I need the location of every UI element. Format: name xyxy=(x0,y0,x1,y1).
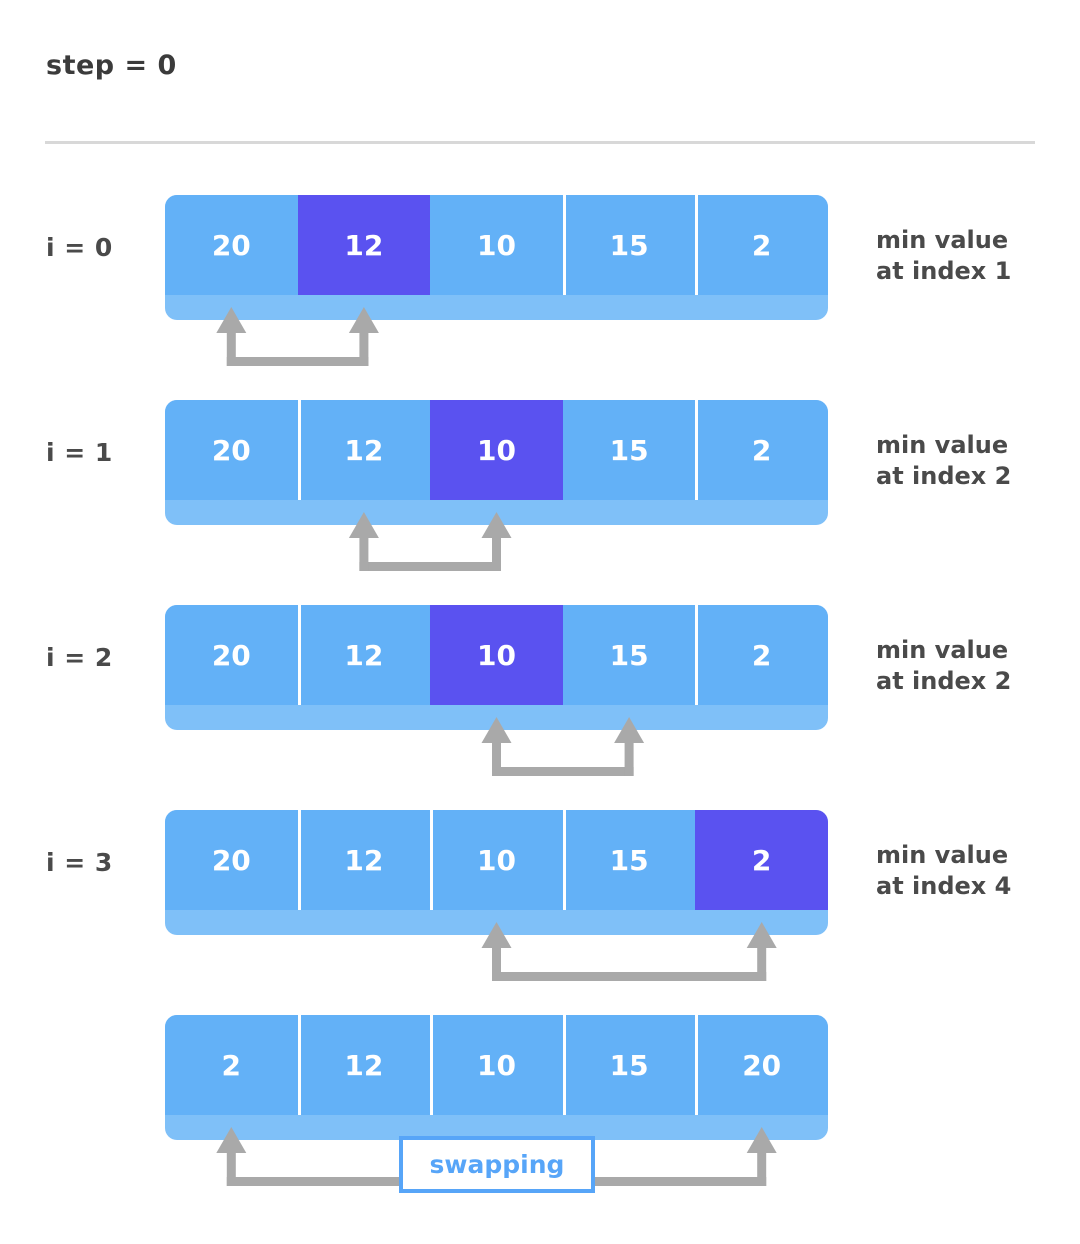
array-cell-value: 15 xyxy=(609,638,649,672)
array-bar: 20 12 10 15 2 xyxy=(165,810,828,935)
array-cell-value: 20 xyxy=(742,1048,782,1082)
array-cell-value: 2 xyxy=(751,433,772,467)
array-cell: 20 xyxy=(165,810,298,910)
array-cell-highlighted: 2 xyxy=(695,810,828,910)
array-cell-value: 2 xyxy=(751,638,772,672)
array-row: 2 12 10 15 20 xyxy=(0,1015,1080,1220)
connector-vertical xyxy=(624,739,634,776)
array-cell-value: 15 xyxy=(609,843,649,877)
connector-horizontal xyxy=(492,972,767,981)
array-cell-value: 12 xyxy=(344,843,384,877)
array-cell-highlighted: 10 xyxy=(430,400,563,500)
array-cell-value: 15 xyxy=(609,228,649,262)
array-cell: 10 xyxy=(430,810,563,910)
row-index-label: i = 1 xyxy=(46,438,113,467)
array-cell-value: 15 xyxy=(609,1048,649,1082)
min-value-note-line1: min value xyxy=(876,226,1009,254)
array-cell-value: 20 xyxy=(211,228,251,262)
array-cell-value: 20 xyxy=(211,638,251,672)
array-cell-value: 10 xyxy=(477,1048,516,1082)
array-cell-value: 20 xyxy=(211,433,251,467)
array-bar: 20 12 10 15 2 xyxy=(165,195,828,320)
array-cell: 2 xyxy=(695,605,828,705)
min-value-note: min value at index 4 xyxy=(876,840,1076,902)
array-cell: 20 xyxy=(695,1015,828,1115)
array-row: i = 2 20 12 10 15 2 min value at index 2 xyxy=(0,605,1080,810)
array-cells: 20 12 10 15 2 xyxy=(165,195,828,295)
min-value-note-line2: at index 2 xyxy=(876,462,1012,490)
header-divider xyxy=(45,141,1035,144)
array-cells: 20 12 10 15 2 xyxy=(165,605,828,705)
array-cell-value: 12 xyxy=(344,638,384,672)
array-cell: 20 xyxy=(165,400,298,500)
array-cell: 15 xyxy=(562,810,696,910)
row-index-label: i = 0 xyxy=(46,233,113,262)
connector-vertical xyxy=(226,329,236,366)
array-cell: 15 xyxy=(562,400,696,500)
connector-horizontal xyxy=(226,357,369,366)
array-cell-value: 2 xyxy=(751,843,772,877)
min-value-note: min value at index 1 xyxy=(876,225,1076,287)
array-cell-value: 10 xyxy=(477,843,516,877)
connector-vertical xyxy=(757,1149,767,1186)
array-cell-value: 10 xyxy=(477,433,516,467)
array-bar: 2 12 10 15 20 xyxy=(165,1015,828,1140)
array-bar: 20 12 10 15 2 xyxy=(165,605,828,730)
swapping-badge: swapping xyxy=(399,1136,595,1193)
array-cell-value: 2 xyxy=(751,228,772,262)
array-cell: 2 xyxy=(695,195,828,295)
array-cell-value: 12 xyxy=(344,433,384,467)
array-cell: 2 xyxy=(165,1015,298,1115)
array-bar: 20 12 10 15 2 xyxy=(165,400,828,525)
array-row: i = 0 20 12 10 15 2 min value at index 1 xyxy=(0,195,1080,400)
min-value-note-line1: min value xyxy=(876,636,1009,664)
array-cell: 10 xyxy=(430,195,563,295)
array-cell: 12 xyxy=(297,810,431,910)
array-cell-value: 12 xyxy=(344,1048,384,1082)
row-index-label: i = 3 xyxy=(46,848,113,877)
array-cell: 12 xyxy=(297,400,431,500)
array-cell: 20 xyxy=(165,605,298,705)
min-value-note-line2: at index 1 xyxy=(876,257,1012,285)
step-label: step = 0 xyxy=(46,50,177,81)
array-cell-value: 20 xyxy=(211,843,251,877)
array-cell: 12 xyxy=(297,605,431,705)
array-cell: 12 xyxy=(297,1015,431,1115)
array-cell-value: 12 xyxy=(344,228,384,262)
array-row: i = 3 20 12 10 15 2 min value at index 4 xyxy=(0,810,1080,1015)
min-value-note-line1: min value xyxy=(876,431,1009,459)
array-cells: 2 12 10 15 20 xyxy=(165,1015,828,1115)
min-value-note-line1: min value xyxy=(876,841,1009,869)
connector-vertical xyxy=(226,1149,236,1186)
min-value-note: min value at index 2 xyxy=(876,430,1076,492)
connector-horizontal xyxy=(492,767,634,776)
row-index-label: i = 2 xyxy=(46,643,113,672)
array-cell-value: 10 xyxy=(477,638,516,672)
array-cell-highlighted: 12 xyxy=(297,195,431,295)
swapping-badge-label: swapping xyxy=(429,1150,565,1179)
array-cell-highlighted: 10 xyxy=(430,605,563,705)
connector-vertical xyxy=(359,329,369,366)
connector-vertical xyxy=(492,944,501,981)
array-cell-value: 15 xyxy=(609,433,649,467)
connector-vertical xyxy=(359,534,369,571)
array-cell: 2 xyxy=(695,400,828,500)
connector-vertical xyxy=(492,534,501,571)
min-value-note: min value at index 2 xyxy=(876,635,1076,697)
connector-vertical xyxy=(757,944,767,981)
array-cell-value: 2 xyxy=(221,1048,242,1082)
min-value-note-line2: at index 2 xyxy=(876,667,1012,695)
array-cell: 20 xyxy=(165,195,298,295)
array-cell: 15 xyxy=(562,605,696,705)
array-cell: 10 xyxy=(430,1015,563,1115)
array-cell: 15 xyxy=(562,195,696,295)
array-cells: 20 12 10 15 2 xyxy=(165,400,828,500)
array-row: i = 1 20 12 10 15 2 min value at index 2 xyxy=(0,400,1080,605)
connector-vertical xyxy=(492,739,501,776)
array-cell-value: 10 xyxy=(477,228,516,262)
array-cells: 20 12 10 15 2 xyxy=(165,810,828,910)
array-cell: 15 xyxy=(562,1015,696,1115)
connector-horizontal xyxy=(359,562,501,571)
min-value-note-line2: at index 4 xyxy=(876,872,1012,900)
